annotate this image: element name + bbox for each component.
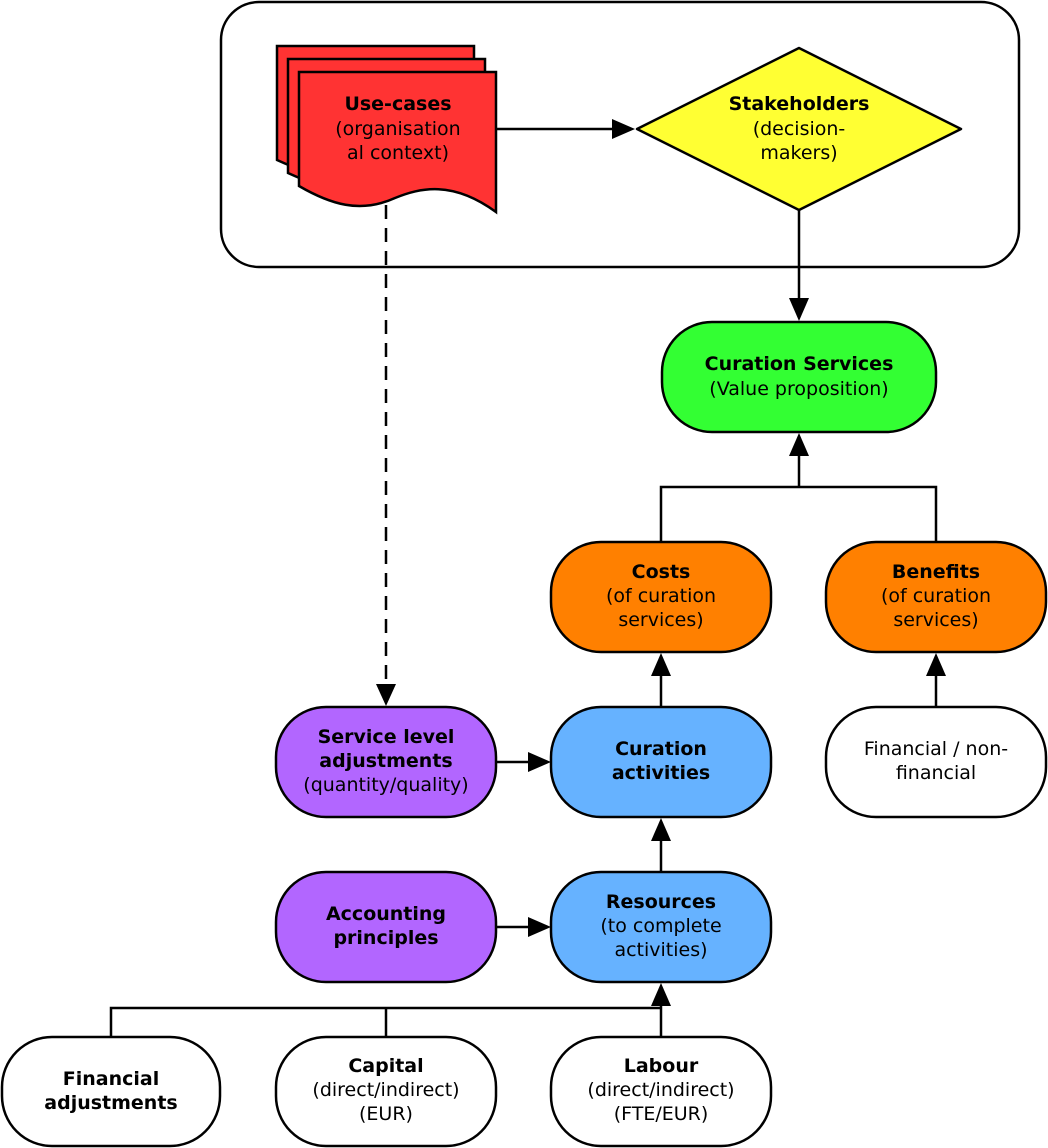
costs-line-2: services) xyxy=(618,609,703,631)
costs-node: Costs (of curation services) xyxy=(549,540,773,654)
curation-activities-node: Curation activities xyxy=(549,705,773,819)
arrowhead-stakeholders xyxy=(612,119,635,139)
use-cases-node: Use-cases (organisation al context) xyxy=(275,44,498,215)
curation-services-title: Curation Services xyxy=(705,353,894,375)
labour-node: Labour (direct/indirect) (FTE/EUR) xyxy=(549,1035,773,1148)
stakeholders-title: Stakeholders xyxy=(729,93,870,115)
labour-line-2: (FTE/EUR) xyxy=(614,1103,709,1125)
stakeholders-line-2: makers) xyxy=(760,142,837,164)
labour-line-1: (direct/indirect) xyxy=(587,1079,734,1101)
use-cases-title: Use-cases xyxy=(344,93,451,115)
accounting-title-1: Accounting xyxy=(326,903,446,925)
stakeholders-node: Stakeholders (decision- makers) xyxy=(635,46,963,212)
resources-line-2: activities) xyxy=(614,939,707,961)
benefits-node: Benefits (of curation services) xyxy=(824,540,1048,654)
arrowhead-curation-services-bottom xyxy=(789,433,809,456)
capital-line-1: (direct/indirect) xyxy=(312,1079,459,1101)
use-cases-line-2: al context) xyxy=(347,142,449,164)
capital-title: Capital xyxy=(348,1055,423,1077)
arrowhead-resources-left xyxy=(528,917,551,937)
edge-costs-benefits-join xyxy=(659,485,938,542)
use-cases-line-1: (organisation xyxy=(335,118,460,140)
curation-services-box xyxy=(660,320,938,434)
benefits-title: Benefits xyxy=(892,561,980,583)
arrowhead-benefits xyxy=(926,653,946,676)
benefits-line-1: (of curation xyxy=(881,585,991,607)
arrowhead-activities-bottom xyxy=(651,818,671,841)
service-level-node: Service level adjustments (quantity/qual… xyxy=(274,705,498,819)
resources-title: Resources xyxy=(606,891,716,913)
use-cases-doc-front xyxy=(297,70,498,215)
arrowhead-costs xyxy=(651,653,671,676)
financial-nonfinancial-node: Financial / non- financial xyxy=(824,705,1048,819)
labour-title: Labour xyxy=(624,1055,699,1077)
accounting-node: Accounting principles xyxy=(274,870,498,984)
curation-services-line-1: (Value proposition) xyxy=(709,378,888,400)
curation-services-node: Curation Services (Value proposition) xyxy=(660,320,938,434)
resources-line-1: (to complete xyxy=(600,915,721,937)
curation-activities-title-1: Curation xyxy=(615,738,707,760)
accounting-title-2: principles xyxy=(333,927,438,949)
financial-adjustments-title-2: adjustments xyxy=(44,1092,177,1114)
stakeholders-line-1: (decision- xyxy=(753,118,846,140)
edge-bottom-row-join xyxy=(109,1006,661,1037)
capital-node: Capital (direct/indirect) (EUR) xyxy=(274,1035,498,1148)
capital-line-2: (EUR) xyxy=(359,1103,413,1125)
arrowhead-resources-bottom xyxy=(651,983,671,1006)
financial-nonfinancial-line-2: financial xyxy=(896,762,976,784)
financial-nonfinancial-line-1: Financial / non- xyxy=(864,738,1008,760)
service-level-line-1: (quantity/quality) xyxy=(303,774,468,796)
arrowhead-curation-services-top xyxy=(789,298,809,321)
curation-activities-title-2: activities xyxy=(612,762,710,784)
service-level-title-1: Service level xyxy=(318,726,455,748)
service-level-title-2: adjustments xyxy=(319,750,452,772)
resources-node: Resources (to complete activities) xyxy=(549,870,773,984)
arrowhead-activities-left xyxy=(528,752,551,772)
arrowhead-service-level xyxy=(376,684,396,706)
costs-title: Costs xyxy=(632,561,691,583)
financial-adjustments-node: Financial adjustments xyxy=(0,1035,222,1148)
financial-adjustments-title-1: Financial xyxy=(63,1068,159,1090)
benefits-line-2: services) xyxy=(893,609,978,631)
costs-line-1: (of curation xyxy=(606,585,716,607)
